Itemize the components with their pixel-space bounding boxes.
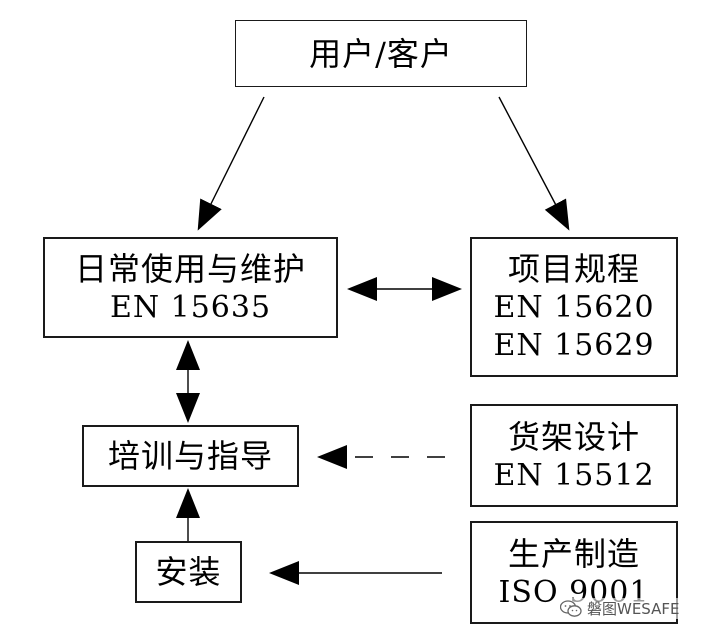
user-customer-label: 用户/客户 xyxy=(309,34,453,73)
project-specification-standard-1: EN 15620 xyxy=(493,290,655,325)
manufacturing-label: 生产制造 xyxy=(507,534,640,573)
project-specification-standard-2: EN 15629 xyxy=(493,328,655,363)
arrow-user-to-project xyxy=(498,96,570,231)
daily-use-maintenance-standard: EN 15635 xyxy=(109,289,272,325)
watermark-text: 磐图WESAFE xyxy=(587,600,680,618)
rack-design-standard: EN 15512 xyxy=(493,457,655,493)
daily-use-maintenance-label: 日常使用与维护 xyxy=(74,249,306,288)
project-specification-label: 项目规程 xyxy=(507,250,640,288)
training-guidance-box: 培训与指导 xyxy=(82,425,299,487)
rack-design-box: 货架设计 EN 15512 xyxy=(470,404,678,507)
watermark: 磐图WESAFE xyxy=(559,598,680,619)
installation-label: 安装 xyxy=(155,553,222,591)
training-guidance-label: 培训与指导 xyxy=(107,437,273,475)
user-customer-box: 用户/客户 xyxy=(235,20,527,87)
project-specification-box: 项目规程 EN 15620 EN 15629 xyxy=(470,237,678,377)
wechat-icon xyxy=(559,599,582,618)
daily-use-maintenance-box: 日常使用与维护 EN 15635 xyxy=(43,237,338,338)
arrow-user-to-daily xyxy=(197,96,265,231)
installation-box: 安装 xyxy=(135,541,242,603)
rack-design-label: 货架设计 xyxy=(507,417,640,456)
